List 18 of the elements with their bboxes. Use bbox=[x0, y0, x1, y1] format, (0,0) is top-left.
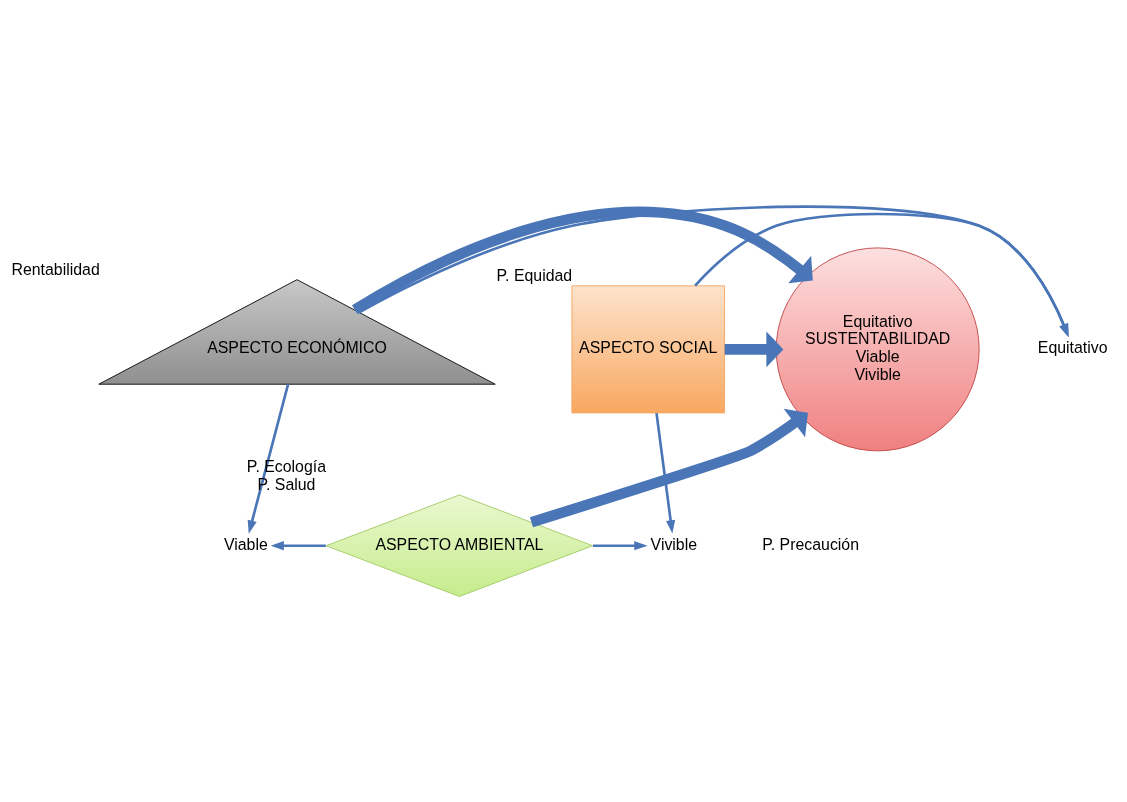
arrow bbox=[529, 408, 808, 527]
node-label: Rentabilidad bbox=[11, 260, 100, 278]
node-circle: Equitativo SUSTENTABILIDAD Viable Vivible bbox=[775, 246, 980, 451]
arrow bbox=[358, 204, 1069, 337]
node-diamond: ASPECTO AMBIENTAL bbox=[325, 494, 594, 597]
arrow bbox=[352, 206, 813, 314]
node-text: Viable bbox=[223, 535, 268, 553]
node-text: Equitativo bbox=[1037, 338, 1108, 356]
arrow bbox=[694, 212, 1069, 337]
arrow bbox=[724, 331, 784, 367]
label: P. Precaución bbox=[762, 535, 860, 553]
node-label: P. Equidad bbox=[496, 266, 573, 284]
arrow bbox=[593, 540, 648, 550]
node-box: ASPECTO SOCIAL bbox=[571, 284, 725, 413]
arrow bbox=[247, 383, 290, 534]
node-text: Vivible bbox=[650, 535, 698, 553]
arrow bbox=[270, 540, 326, 550]
arrow bbox=[655, 412, 676, 534]
